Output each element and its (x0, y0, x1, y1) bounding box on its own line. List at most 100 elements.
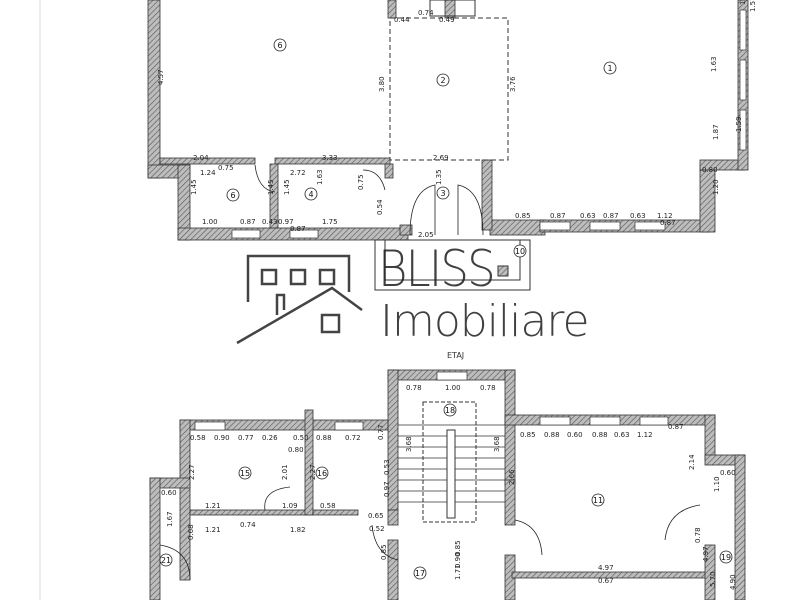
window (739, 9, 747, 51)
dimension-label: 1.87 (712, 124, 720, 140)
dimension-label: 0.65 (368, 512, 384, 520)
dimension-label: 3.76 (509, 76, 517, 92)
door-swing (409, 184, 436, 236)
wall (387, 539, 399, 600)
room-marker (719, 550, 733, 564)
window (231, 229, 261, 239)
room-marker (603, 61, 617, 75)
dimension-label: 1.75 (322, 218, 338, 226)
house-logo-icon (236, 254, 363, 345)
dimension-label: 1.20 (712, 179, 720, 195)
dimension-label: 4.97 (702, 546, 710, 562)
dimension-label: 4.57 (157, 69, 165, 85)
dimension-label: 0.74 (418, 9, 434, 17)
dimension-label: 0.75 (357, 174, 365, 190)
dimension-label: 0.87 (660, 219, 676, 227)
dimension-label: 1.21 (205, 502, 221, 510)
window (436, 371, 468, 381)
wall (269, 163, 279, 229)
room-number: 3 (440, 189, 445, 198)
dimension-label: 0.58 (190, 434, 206, 442)
room-number: 21 (161, 556, 171, 565)
room-number: 1 (607, 64, 612, 73)
dimension-label: 0.67 (598, 577, 614, 585)
dimension-label: 0.77 (377, 424, 385, 440)
dimension-label: 1.00 (202, 218, 218, 226)
dimension-label: 3.68 (493, 436, 501, 452)
dimension-label: 1.82 (290, 526, 306, 534)
logo-brand: BLISS (378, 240, 496, 298)
room-number: 2 (440, 76, 445, 85)
dimension-label: 2.69 (433, 154, 449, 162)
dimension-label: 1.59 (735, 116, 743, 132)
window (739, 59, 747, 101)
window (539, 221, 571, 231)
dimension-label: 4.97 (598, 564, 614, 572)
room-number: 4 (308, 190, 313, 199)
dimension-label: 1.45 (267, 179, 275, 195)
porch-inner (384, 239, 521, 281)
room-marker (591, 493, 605, 507)
dimension-label: 0.78 (694, 527, 702, 543)
dimension-label: 0.90 (214, 434, 230, 442)
dimension-label: 0.80 (288, 446, 304, 454)
floor-label: ETAJ (447, 351, 465, 360)
dimension-label: 0.85 (515, 212, 531, 220)
door-swing (362, 169, 386, 191)
door-swing (664, 504, 701, 541)
wall (179, 419, 191, 581)
dimension-label: 1.45 (190, 179, 198, 195)
wall (312, 509, 359, 516)
dimension-label: 1.35 (435, 169, 443, 185)
dimension-label: 1.63 (316, 169, 324, 185)
stair-rail (446, 429, 456, 519)
window (589, 221, 621, 231)
dimension-label: 0.97 (278, 218, 294, 226)
dimension-label: 4.90 (729, 574, 737, 590)
room-number: 17 (415, 569, 425, 578)
dimension-label: 2.14 (688, 454, 696, 470)
dimension-label: 0.85 (454, 540, 462, 556)
window (334, 421, 364, 431)
dimension-label: 2.66 (508, 469, 516, 485)
wall (274, 157, 391, 165)
dimension-label: 1.00 (445, 384, 461, 392)
window (639, 416, 669, 426)
room-number: 19 (721, 553, 731, 562)
door-swing (254, 164, 276, 193)
dimension-label: 0.60 (567, 431, 583, 439)
room-marker (436, 186, 450, 200)
room-number: 15 (240, 469, 250, 478)
dimension-label: 0.43 (262, 218, 278, 226)
room-marker (315, 466, 329, 480)
dimension-label: 0.87 (240, 218, 256, 226)
window (194, 421, 226, 431)
dimension-label: 1.12 (657, 212, 673, 220)
dimension-label: 3.68 (405, 436, 413, 452)
dimension-label: 0.49 (439, 16, 455, 24)
dimension-label: 0.75 (218, 164, 234, 172)
dimension-label: 0.63 (630, 212, 646, 220)
stair-top (429, 0, 476, 17)
dimension-label: 0.54 (376, 199, 384, 215)
dimension-label: 2.27 (188, 464, 196, 480)
room-number: 10 (515, 247, 525, 256)
wall (504, 369, 516, 486)
wall (699, 167, 716, 233)
room-number: 6 (230, 191, 235, 200)
dimension-label: 0.68 (187, 524, 195, 540)
dimension-label: 0.60 (720, 469, 736, 477)
room-marker (443, 403, 457, 417)
dimension-label: 0.77 (238, 434, 254, 442)
dimension-label: 0.87 (550, 212, 566, 220)
wall (189, 509, 311, 516)
wall (399, 224, 413, 236)
room-marker (436, 73, 450, 87)
dimension-label: 0.88 (544, 431, 560, 439)
dimension-label: 3.80 (378, 76, 386, 92)
door-swing (371, 524, 399, 561)
dimension-label: 0.78 (480, 384, 496, 392)
dimension-label: 1.8 (739, 0, 747, 5)
room-marker (513, 244, 527, 258)
